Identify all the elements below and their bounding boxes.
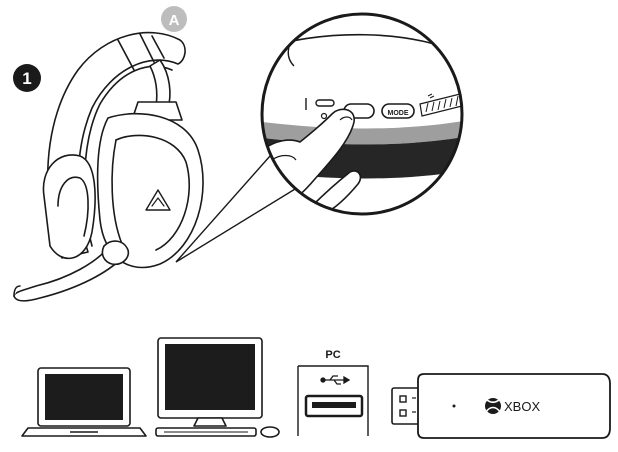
pc-usb-port: PC xyxy=(298,349,368,436)
status-led xyxy=(453,405,456,408)
pc-label: PC xyxy=(325,349,340,361)
step-number: 1 xyxy=(22,69,31,88)
usb-icon xyxy=(321,376,349,384)
desktop-pc-illustration xyxy=(156,338,279,437)
step-badge: 1 xyxy=(13,64,41,92)
mode-button-label: MODE xyxy=(388,110,409,117)
xbox-logo-icon xyxy=(485,398,501,414)
callout-badge: A xyxy=(161,6,187,32)
callout-letter: A xyxy=(169,12,180,29)
xbox-label: XBOX xyxy=(504,399,540,414)
headset-illustration xyxy=(14,33,203,301)
laptop-illustration xyxy=(22,368,146,436)
zoom-detail: MODE xyxy=(262,14,470,214)
xbox-adapter-illustration: XBOX xyxy=(392,374,610,438)
